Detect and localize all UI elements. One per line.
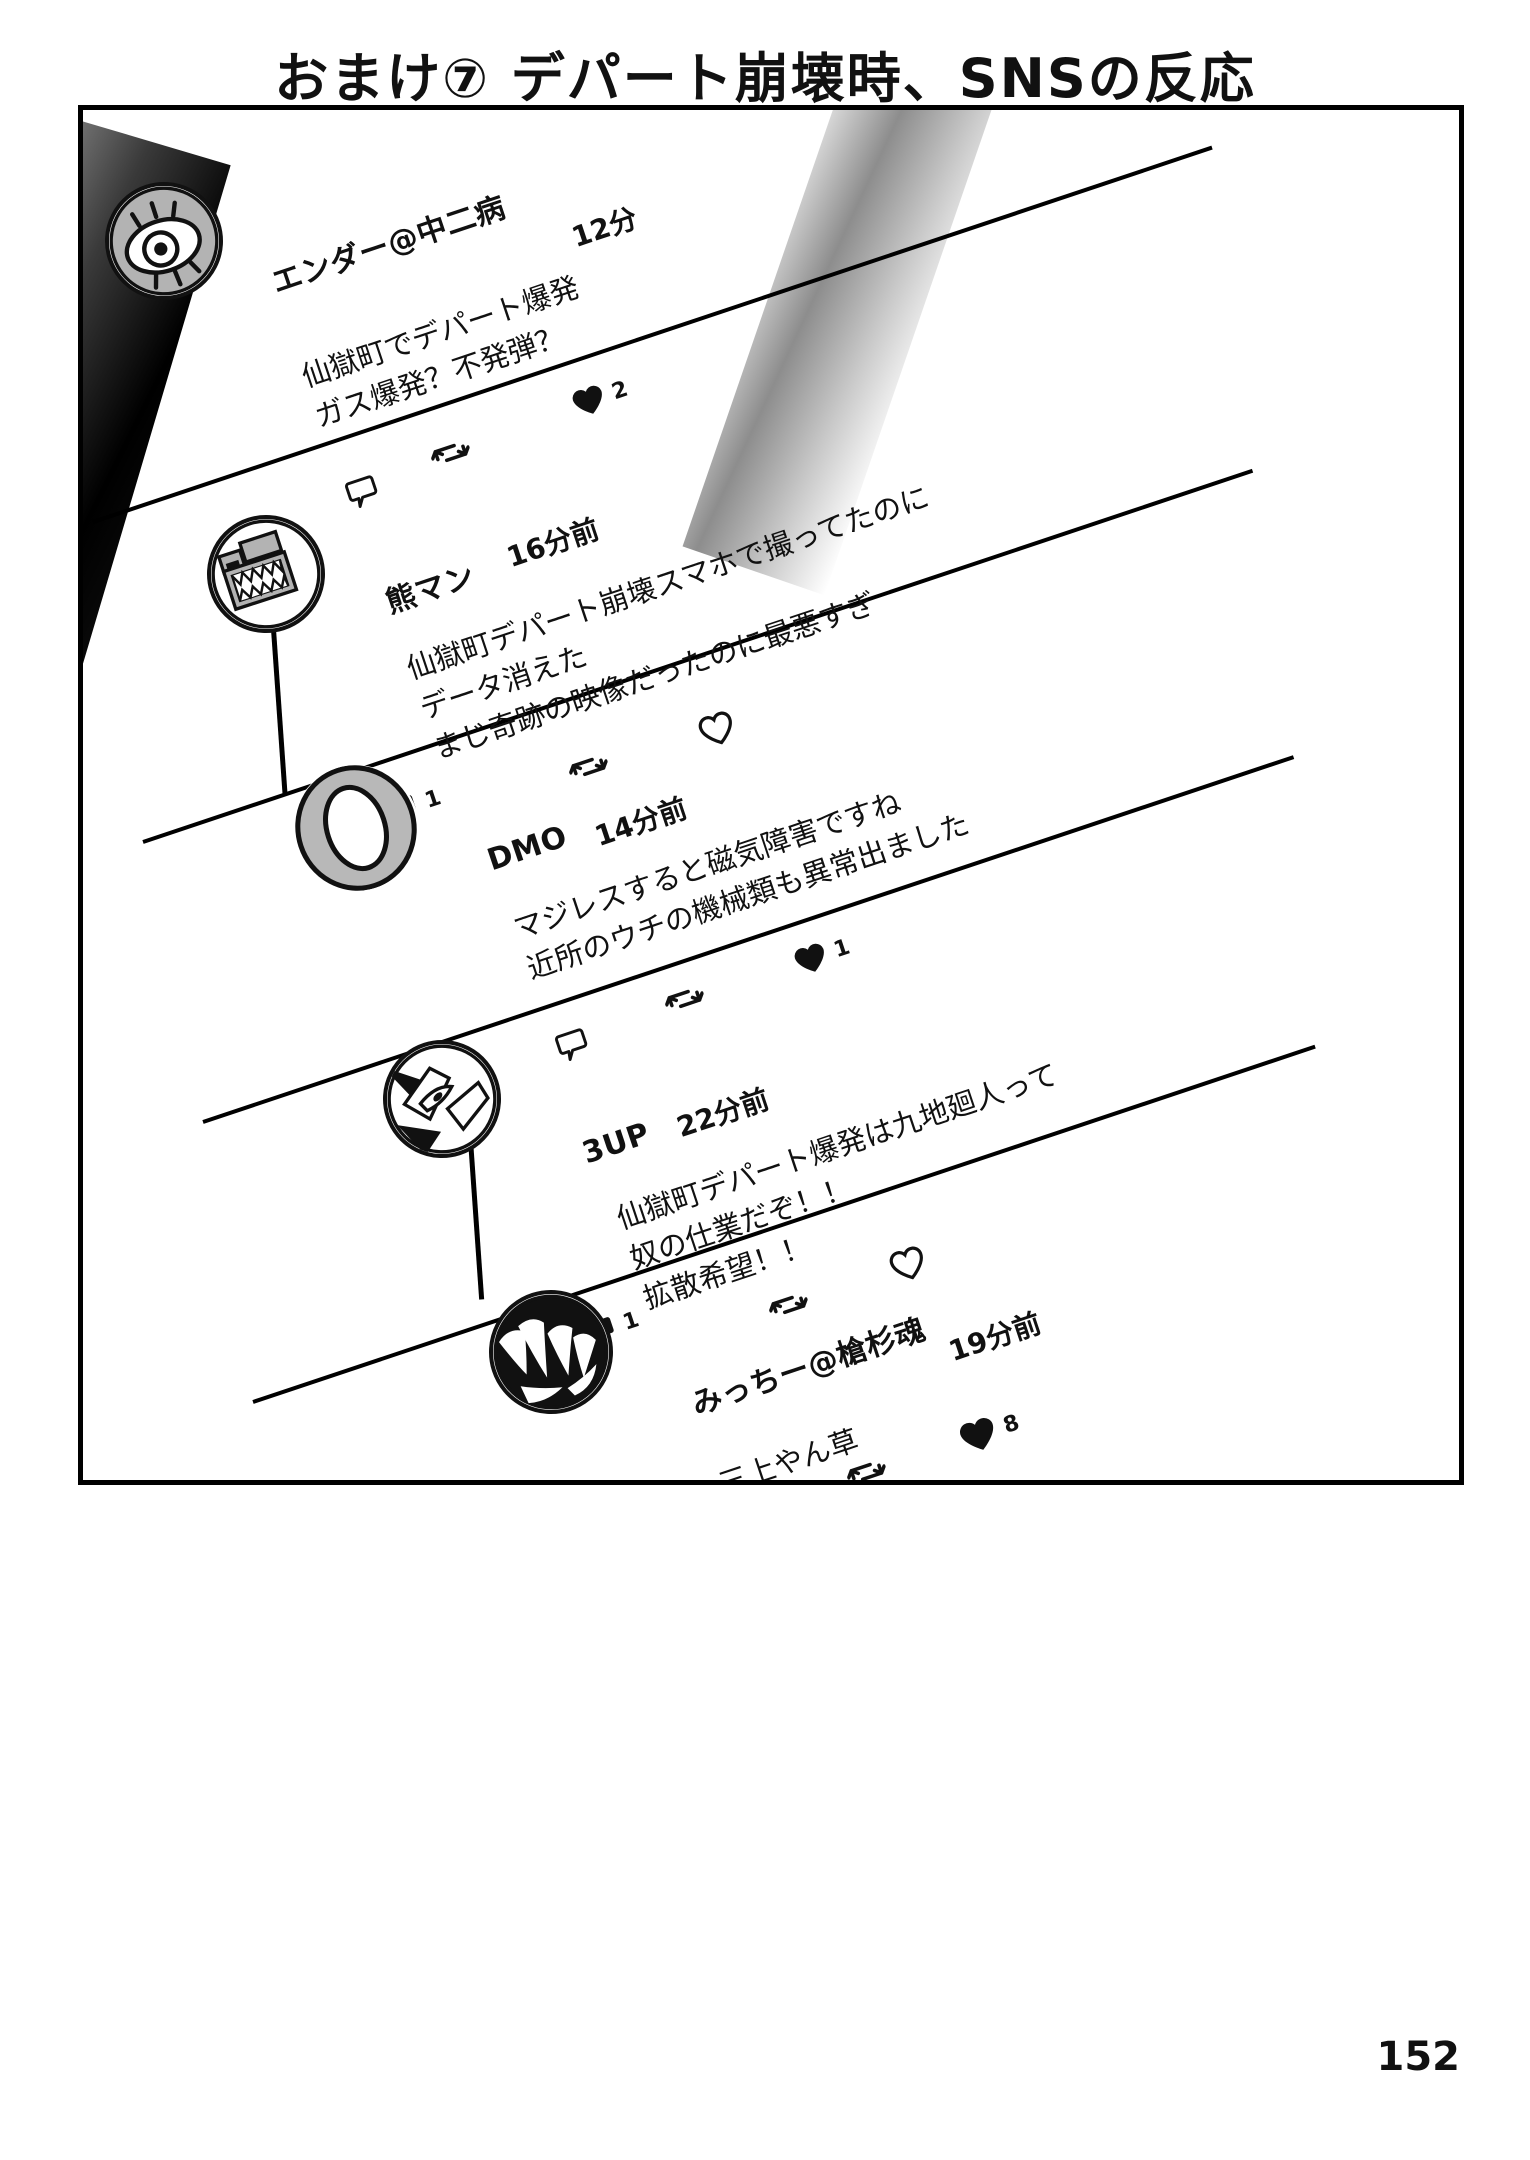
post-handle[interactable]: みっちー@槍杉魂 — [687, 1312, 931, 1423]
retweet-icon[interactable] — [661, 979, 708, 1018]
avatar[interactable] — [472, 1273, 630, 1431]
oni-avatar-icon — [493, 1294, 609, 1410]
like-action[interactable]: 1 — [790, 932, 854, 979]
avatar[interactable] — [276, 748, 436, 908]
avatar[interactable] — [367, 1024, 517, 1174]
heart-filled-icon[interactable] — [790, 939, 832, 978]
retweet-action[interactable] — [765, 1283, 819, 1325]
comic-panel: エンダー@中二病 12分 仙獄町でデパート爆発 ガス爆発？不発弾？ 2 — [78, 105, 1464, 1485]
post-ender[interactable]: エンダー@中二病 12分 仙獄町でデパート爆発 ガス爆発？不発弾？ 2 — [83, 110, 1183, 530]
post-body: 三上やん草 — [713, 1419, 864, 1485]
post-dmo[interactable]: DMO 14分前 マジレスすると磁気障害ですね 近所のウチの機械類も異常出ました… — [83, 110, 1343, 1090]
retweet-action[interactable] — [843, 1450, 897, 1485]
retweet-action[interactable] — [661, 977, 715, 1019]
like-action[interactable] — [695, 706, 747, 750]
reply-action[interactable] — [551, 1022, 601, 1066]
post-timestamp: 19分前 — [944, 1306, 1046, 1369]
like-action[interactable]: 8 — [955, 1406, 1024, 1458]
heart-outline-icon[interactable] — [886, 1244, 930, 1286]
ring-avatar-icon — [295, 765, 417, 891]
post-micchi[interactable]: みっちー@槍杉魂 19分前 三上やん草 8 — [83, 110, 1423, 1480]
retweet-action[interactable] — [427, 431, 481, 473]
face-avatar-icon — [383, 1044, 497, 1156]
reply-action[interactable] — [341, 469, 391, 513]
reply-outline-icon[interactable] — [341, 471, 383, 512]
heart-filled-icon[interactable] — [955, 1413, 1002, 1457]
page-number: 152 — [1376, 2034, 1461, 2080]
retweet-icon[interactable] — [427, 433, 474, 472]
like-action[interactable]: 2 — [568, 374, 632, 421]
like-count: 8 — [1000, 1409, 1023, 1439]
eye-avatar-icon — [109, 186, 219, 296]
like-action[interactable] — [886, 1241, 938, 1285]
heart-filled-icon[interactable] — [568, 381, 610, 420]
post-3up[interactable]: 3UP 22分前 仙獄町デパート爆発は九地廻人って 奴の仕業だぞ！！ 拡散希望！… — [83, 110, 1383, 1345]
retweet-icon[interactable] — [843, 1452, 890, 1485]
reply-outline-icon[interactable] — [551, 1024, 593, 1065]
retweet-icon[interactable] — [565, 747, 612, 786]
avatar[interactable] — [191, 499, 341, 649]
retweet-action[interactable] — [565, 745, 619, 787]
bear-avatar-icon — [211, 519, 321, 629]
post-body-line: 三上やん草 — [714, 1422, 863, 1485]
heart-outline-icon[interactable] — [695, 709, 739, 751]
retweet-icon[interactable] — [765, 1285, 812, 1324]
page-title: おまけ⑦ デパート崩壊時、SNSの反応 — [274, 47, 1256, 110]
avatar[interactable] — [89, 166, 239, 316]
